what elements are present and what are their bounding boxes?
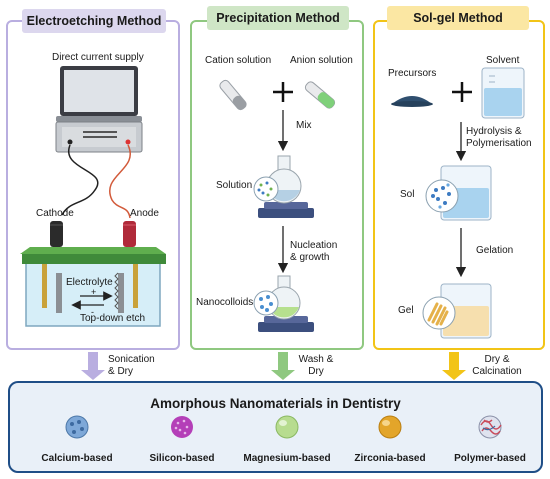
material-label-calcium: Calcium-based (41, 453, 113, 464)
power-supply-label: Direct current supply (52, 52, 144, 63)
cathode-wire (61, 144, 99, 216)
wash-arrow (271, 352, 295, 380)
cation-label: Cation solution (205, 55, 272, 66)
precursors-label: Precursors (388, 68, 437, 79)
calcination-arrow (442, 352, 466, 380)
anode-wire (109, 144, 131, 219)
nucleation-label: Nucleation & growth (290, 240, 338, 263)
solvent-label: Solvent (486, 55, 520, 66)
electrolyte-label: Electrolyte (66, 277, 113, 288)
solution-label: Solution (216, 180, 253, 191)
zirconia-sphere-icon (378, 415, 402, 439)
polymer-sphere-icon (478, 415, 502, 439)
magnesium-sphere-icon (275, 415, 299, 439)
sol-beaker-icon (425, 165, 492, 221)
solvent-beaker-icon (481, 67, 525, 119)
solution-flask-icon (253, 155, 314, 218)
gelation-label: Gelation (476, 245, 514, 256)
topdown-label: Top-down etch (80, 313, 146, 324)
power-supply-icon (55, 66, 143, 153)
anion-tube-icon (304, 81, 336, 109)
cation-tube-icon (219, 79, 247, 111)
summary-title: Amorphous Nanomaterials in Dentistry (150, 396, 401, 411)
plus-icon (452, 82, 472, 102)
nanocolloids-label: Nanocolloids (196, 297, 254, 308)
wash-label: Wash & Dry (298, 354, 334, 377)
gel-label: Gel (398, 305, 414, 316)
electrolyte-tank-icon (20, 247, 166, 327)
electroetching-title: Electroetching Method (22, 9, 166, 33)
material-label-magnesium: Magnesium-based (243, 453, 331, 464)
mix-label: Mix (296, 120, 312, 131)
nanocolloids-flask-icon (253, 275, 314, 332)
anode-label: Anode (130, 208, 159, 219)
sonication-label: Sonication & Dry (108, 354, 155, 377)
precipitation-title: Precipitation Method (207, 6, 349, 30)
material-label-silicon: Silicon-based (149, 453, 215, 464)
calcination-label: Dry & Calcination (472, 354, 522, 377)
cathode-electrode-icon (50, 221, 63, 247)
solgel-title: Sol-gel Method (387, 6, 529, 30)
cathode-label: Cathode (36, 208, 74, 219)
anion-label: Anion solution (290, 55, 353, 66)
minus-label: - (91, 307, 94, 317)
sol-label: Sol (400, 189, 415, 200)
hydrolysis-label: Hydrolysis & Polymerisation (466, 126, 532, 149)
anode-electrode-icon (123, 221, 136, 247)
sonication-arrow (81, 352, 105, 380)
gel-beaker-icon (422, 283, 492, 339)
material-label-zirconia: Zirconia-based (354, 453, 426, 464)
summary-box: Amorphous Nanomaterials in Dentistry Cal… (8, 381, 543, 473)
precursors-powder-icon (391, 96, 433, 107)
plus-icon (273, 82, 293, 102)
silicon-sphere-icon (171, 416, 193, 438)
calcium-sphere-icon (65, 415, 89, 439)
plus-label: + (91, 287, 97, 297)
material-spheres (65, 415, 502, 439)
material-label-polymer: Polymer-based (454, 453, 526, 464)
